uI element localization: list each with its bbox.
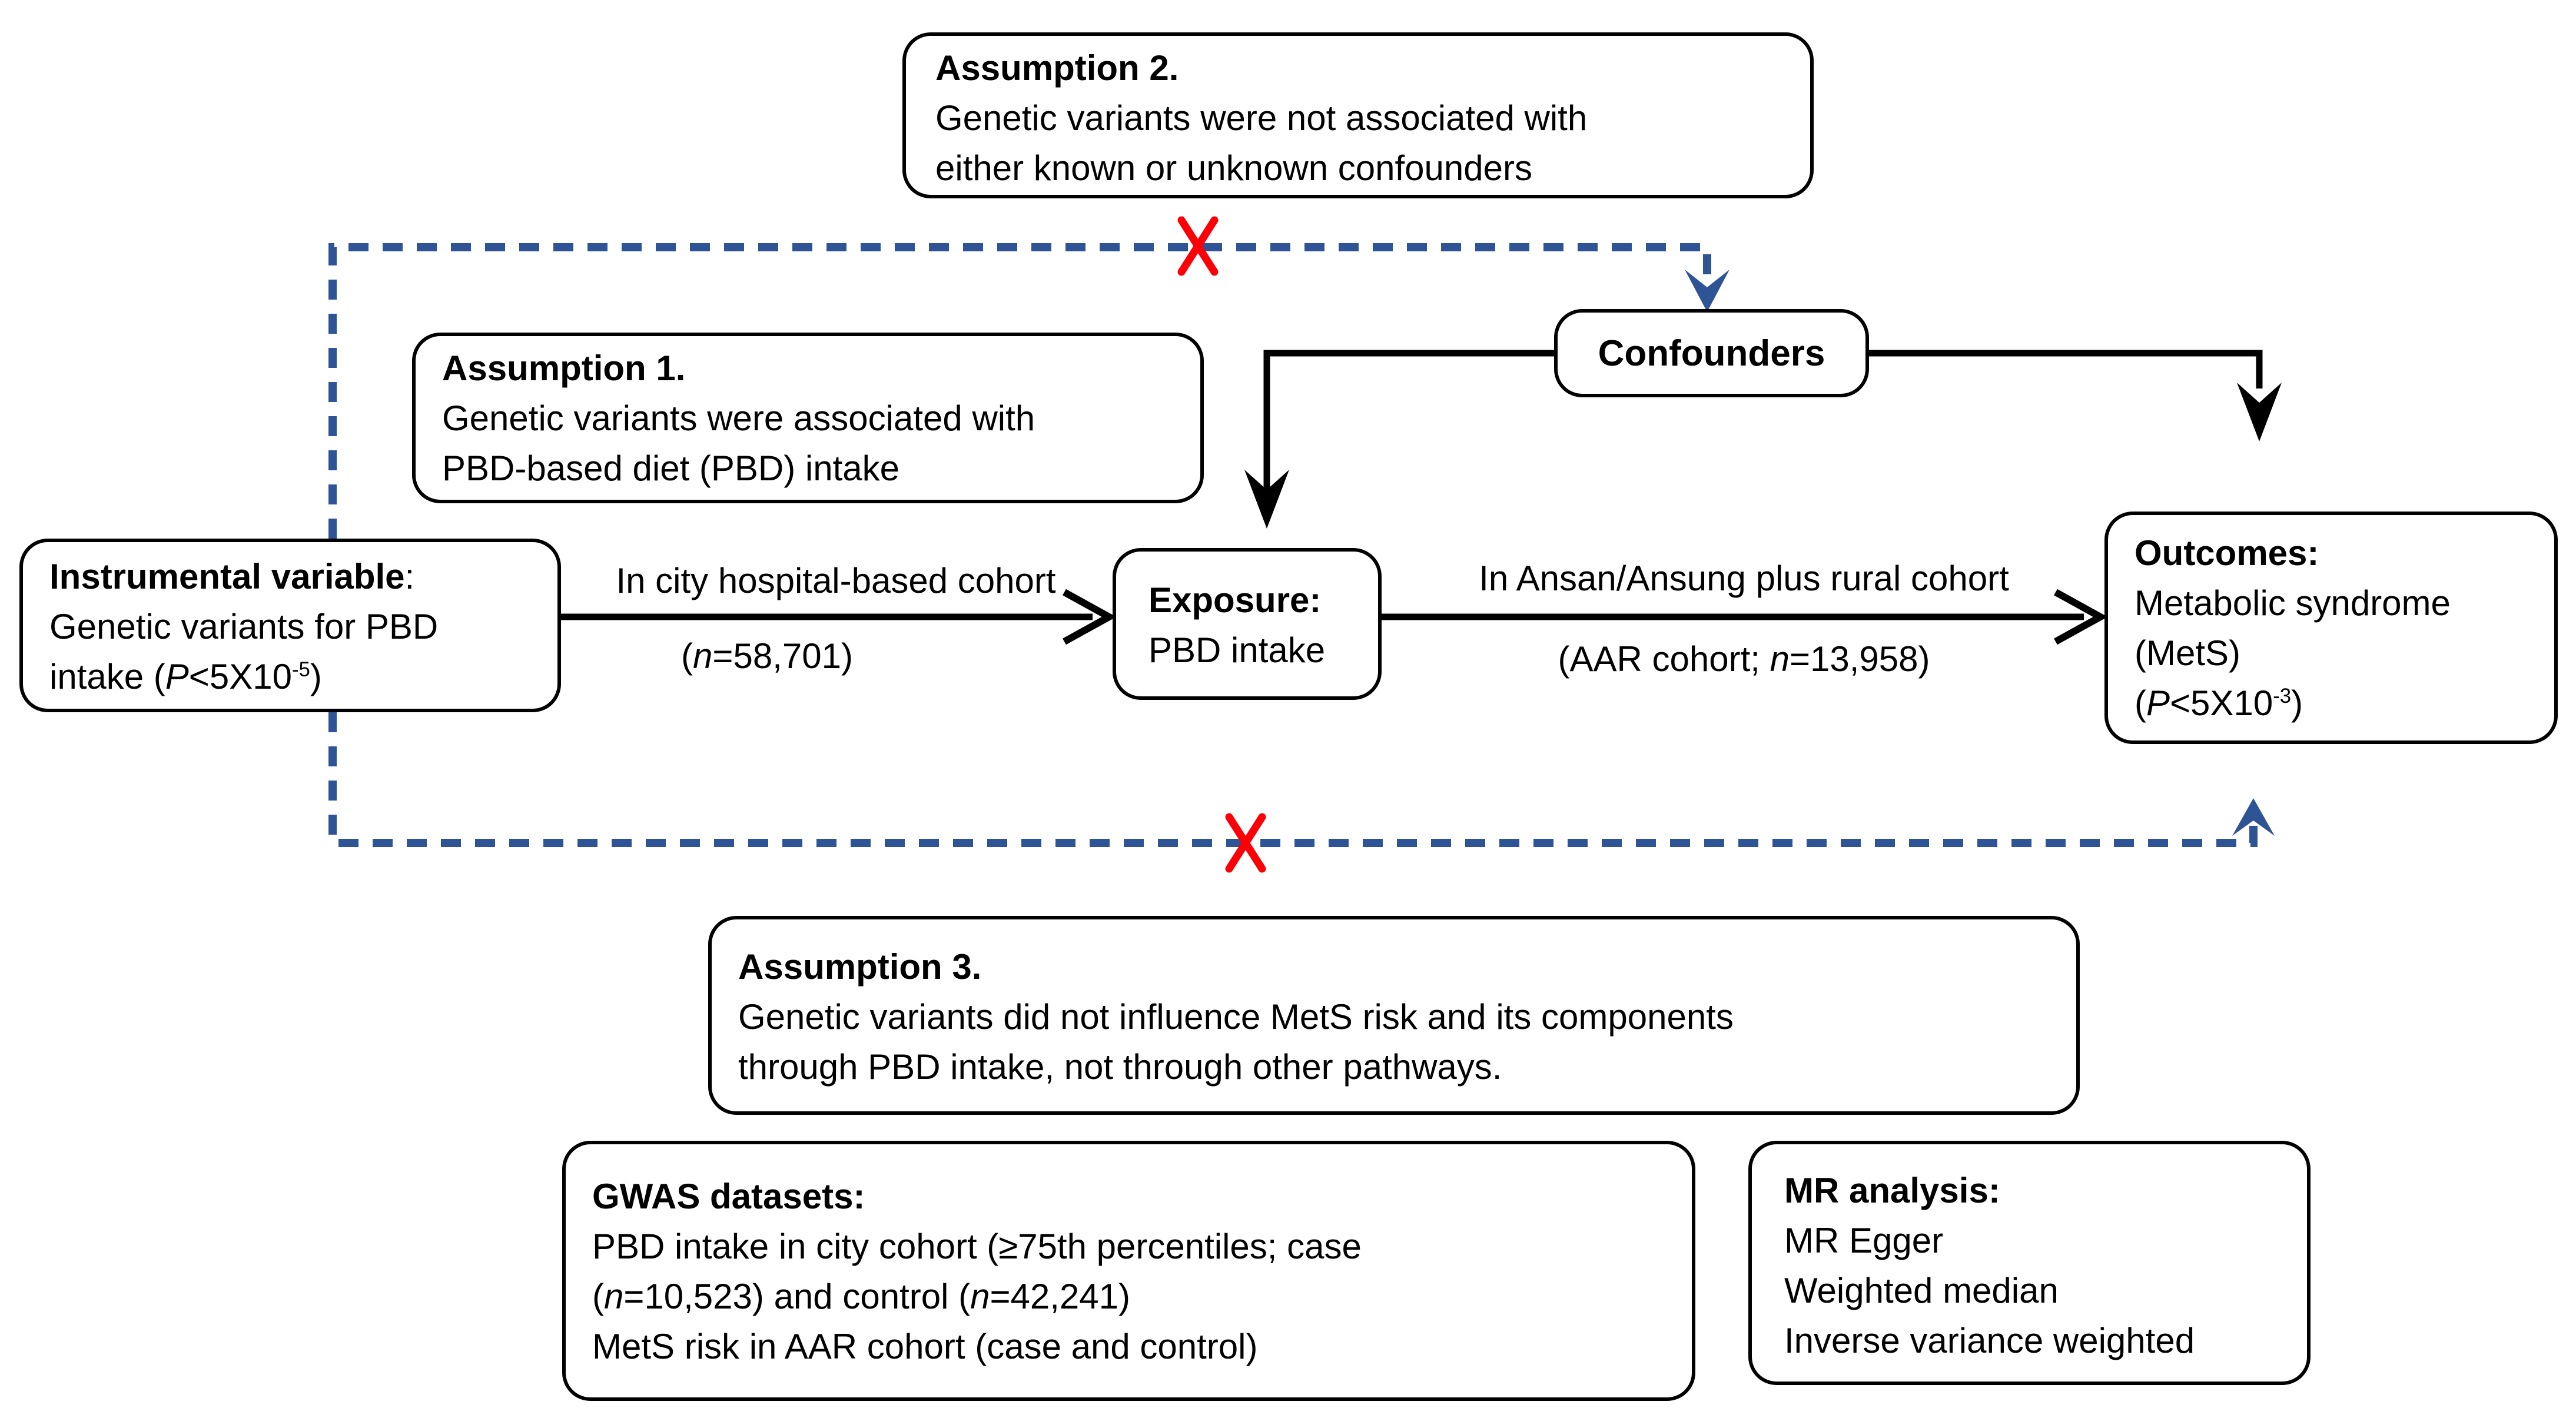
arrow1-n-italic: n bbox=[693, 636, 713, 676]
instrumental-colon: : bbox=[404, 557, 415, 596]
mr-analysis-line3: Inverse variance weighted bbox=[1784, 1321, 2195, 1360]
assumption3-box: Assumption 3. Genetic variants did not i… bbox=[708, 916, 2080, 1115]
gwas-datasets-box: GWAS datasets: PBD intake in city cohort… bbox=[562, 1141, 1695, 1401]
gwas-n2-italic: n bbox=[970, 1277, 990, 1316]
arrow1-label-top: In city hospital-based cohort bbox=[616, 561, 1056, 600]
arrow2-label-bottom-b: =13,958) bbox=[1789, 639, 1930, 679]
instrumental-line2: Genetic variants for PBD bbox=[49, 607, 439, 646]
elbow-confounders-to-outcomes bbox=[1868, 350, 2263, 388]
outcomes-line4-c: ) bbox=[2291, 683, 2303, 723]
blue-arrowhead-up-outcomes-icon bbox=[2232, 798, 2275, 836]
dashed-path-iv-to-confounders bbox=[328, 243, 1711, 539]
arrow2-label-bottom: (AAR cohort; n=13,958) bbox=[1383, 639, 2104, 680]
outcomes-line4-b: <5X10 bbox=[2170, 683, 2273, 723]
assumption2-box: Assumption 2. Genetic variants were not … bbox=[902, 32, 1814, 198]
elbow-confounders-to-exposure bbox=[1263, 350, 1555, 513]
exposure-box: Exposure: PBD intake bbox=[1113, 548, 1382, 700]
arrow2-label-top: In Ansan/Ansung plus rural cohort bbox=[1479, 559, 2009, 598]
outcomes-line2: Metabolic syndrome bbox=[2135, 583, 2451, 623]
confounders-label: Confounders bbox=[1598, 333, 1825, 374]
arrow1-label-bottom-a: ( bbox=[681, 636, 693, 676]
assumption1-box: Assumption 1. Genetic variants were asso… bbox=[412, 333, 1204, 503]
mr-analysis-line1: MR Egger bbox=[1784, 1221, 1944, 1260]
instrumental-line3-a: intake ( bbox=[49, 657, 165, 696]
gwas-title: GWAS datasets: bbox=[592, 1177, 865, 1216]
mr-analysis-line2: Weighted median bbox=[1784, 1271, 2059, 1310]
assumption1-line2: PBD-based diet (PBD) intake bbox=[442, 449, 900, 488]
blue-arrowhead-down-confounders-icon bbox=[1685, 270, 1729, 312]
gwas-line2: (n=10,523) and control (n=42,241) bbox=[592, 1271, 1665, 1321]
gwas-n1-italic: n bbox=[603, 1277, 624, 1316]
red-cross-bottom-icon bbox=[1225, 813, 1266, 873]
instrumental-title: Instrumental variable bbox=[49, 557, 405, 596]
mr-analysis-box: MR analysis: MR Egger Weighted median In… bbox=[1748, 1141, 2311, 1385]
assumption3-line2: through PBD intake, not through other pa… bbox=[738, 1047, 1502, 1087]
exposure-line2: PBD intake bbox=[1148, 630, 1326, 670]
instrumental-line3: intake (P<5X10-5) bbox=[49, 652, 531, 702]
instrumental-title-line: Instrumental variable: bbox=[49, 552, 531, 602]
outcomes-box: Outcomes: Metabolic syndrome (MetS) (P<5… bbox=[2104, 512, 2558, 744]
red-cross-top-icon bbox=[1177, 216, 1219, 276]
assumption2-title: Assumption 2. bbox=[935, 48, 1179, 88]
dashed-path-iv-to-outcomes bbox=[328, 712, 2258, 847]
arrowhead-exposure-icon bbox=[1063, 589, 1117, 645]
gwas-line3: MetS risk in AAR cohort (case and contro… bbox=[592, 1327, 1258, 1366]
instrumental-line3-c: ) bbox=[310, 657, 322, 696]
assumption1-line1: Genetic variants were associated with bbox=[442, 398, 1035, 438]
arrow1-label-bottom: (n=58,701) bbox=[561, 636, 973, 677]
instrumental-line3-b: <5X10 bbox=[188, 657, 292, 696]
gwas-line2-b: =10,523) and control ( bbox=[623, 1277, 971, 1316]
outcomes-line4-a: ( bbox=[2135, 683, 2146, 723]
assumption1-title: Assumption 1. bbox=[442, 348, 686, 388]
instrumental-superscript: -5 bbox=[291, 658, 310, 681]
arrow1-label-bottom-b: =58,701) bbox=[712, 636, 853, 676]
assumption3-line1: Genetic variants did not influence MetS … bbox=[738, 997, 1734, 1037]
exposure-title: Exposure: bbox=[1148, 580, 1322, 620]
mr-analysis-title: MR analysis: bbox=[1784, 1171, 2000, 1210]
gwas-line1: PBD intake in city cohort (≥75th percent… bbox=[592, 1227, 1362, 1266]
arrow2-label-bottom-a: (AAR cohort; bbox=[1558, 639, 1770, 679]
black-arrowhead-down-outcomes-icon bbox=[2237, 383, 2282, 441]
gwas-line2-c: =42,241) bbox=[990, 1277, 1131, 1316]
arrow2-n-italic: n bbox=[1770, 639, 1790, 679]
instrumental-p-italic: P bbox=[165, 657, 189, 696]
assumption2-line1: Genetic variants were not associated wit… bbox=[935, 98, 1588, 138]
gwas-line2-a: ( bbox=[592, 1277, 604, 1316]
outcomes-p-italic: P bbox=[2146, 683, 2170, 723]
assumption2-line2: either known or unknown confounders bbox=[935, 148, 1532, 188]
instrumental-variable-box: Instrumental variable: Genetic variants … bbox=[19, 539, 561, 712]
arrowhead-outcomes-icon bbox=[2054, 589, 2108, 645]
outcomes-title: Outcomes: bbox=[2135, 533, 2319, 573]
outcomes-superscript: -3 bbox=[2273, 685, 2292, 708]
black-arrowhead-down-exposure-icon bbox=[1244, 470, 1289, 529]
assumption3-title: Assumption 3. bbox=[738, 947, 982, 987]
confounders-box: Confounders bbox=[1554, 309, 1869, 397]
outcomes-line3: (MetS) bbox=[2135, 633, 2240, 673]
outcomes-line4: (P<5X10-3) bbox=[2135, 678, 2528, 728]
